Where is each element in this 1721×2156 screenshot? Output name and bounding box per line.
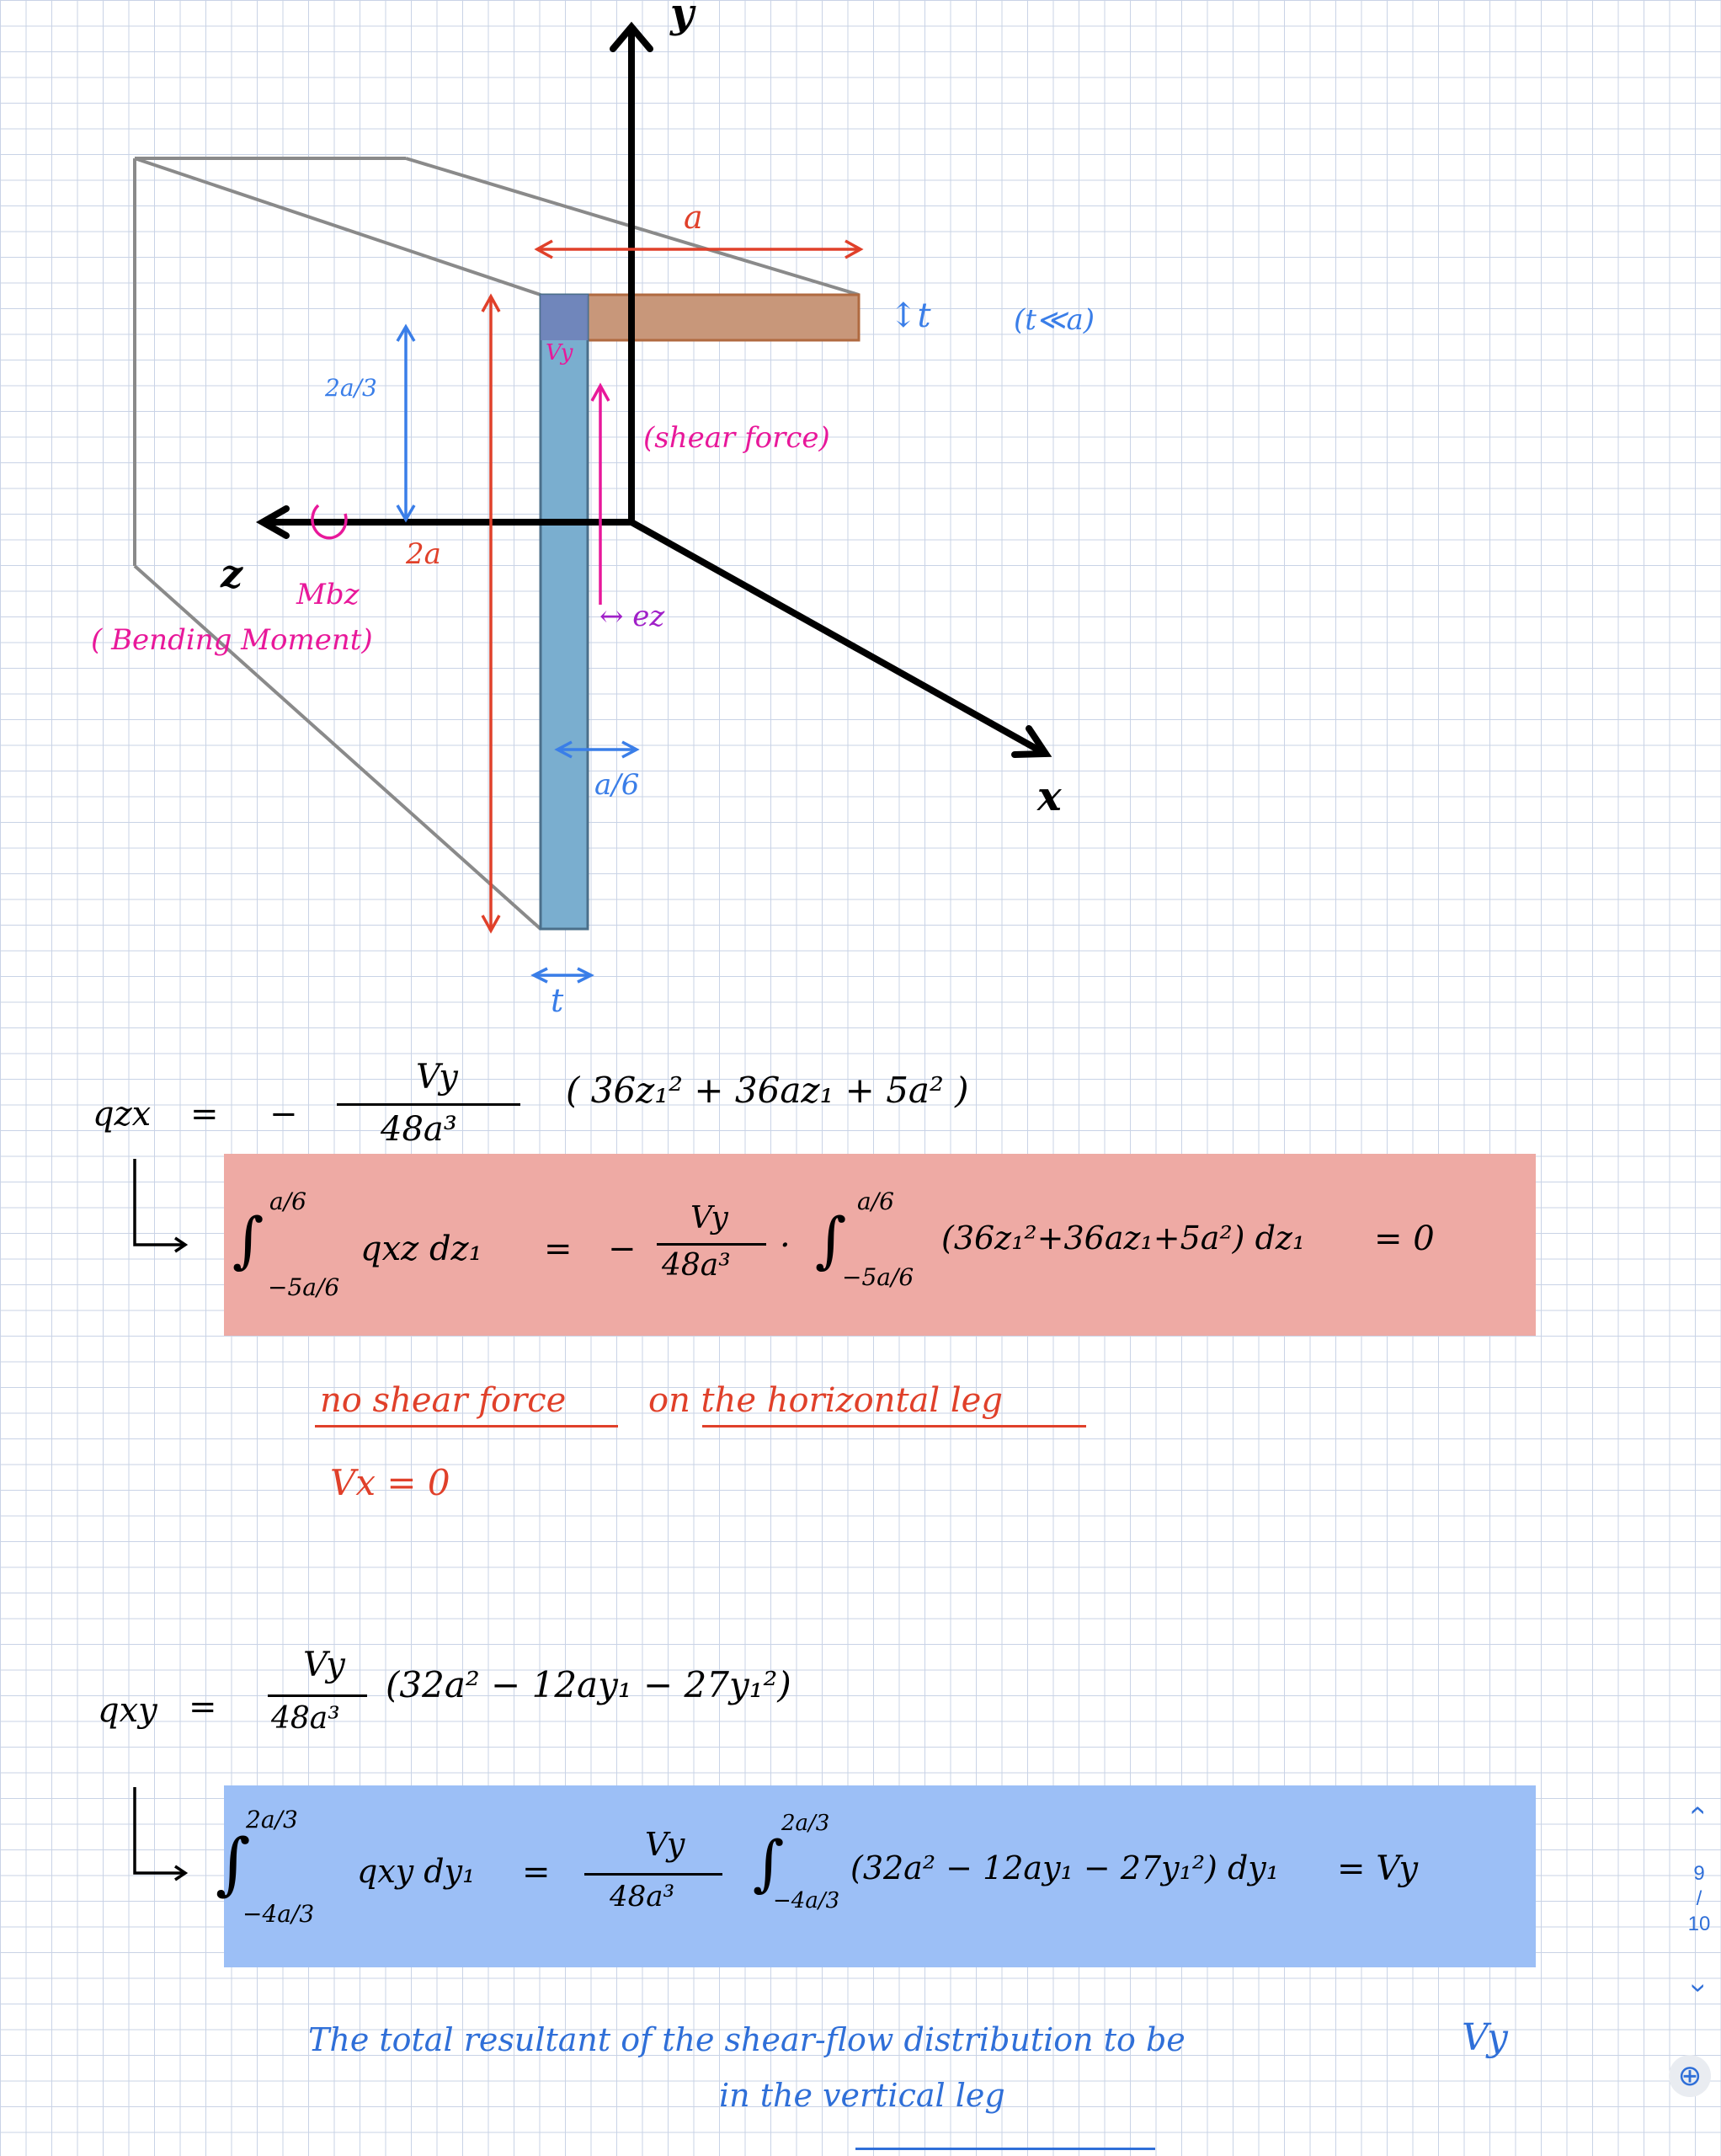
qzx-lhs: qzx: [93, 1095, 152, 1134]
box1-equals: =: [544, 1230, 573, 1268]
two-a-label: 2a: [406, 537, 441, 571]
box1-denominator: 48a³: [662, 1248, 731, 1283]
shear-force-note: (shear force): [643, 421, 830, 455]
qzx-numerator: Vy: [416, 1058, 458, 1097]
box2-numerator: Vy: [645, 1826, 685, 1863]
page-indicator: 9 / 10: [1688, 1861, 1711, 1937]
current-page: 9: [1693, 1862, 1705, 1885]
thickness-label: ↕t: [889, 296, 931, 335]
ez-label: ↔ ez: [599, 600, 665, 633]
page-up-icon[interactable]: ‹: [1683, 1805, 1716, 1816]
box2-integral2-upper: 2a/3: [781, 1811, 830, 1836]
box2-equals: =: [522, 1853, 551, 1892]
box1-minus: −: [608, 1230, 637, 1268]
box1-integrand: qxz dz₁: [360, 1230, 482, 1268]
page-navigator: ‹ 9 / 10 ›: [1677, 1794, 1721, 2004]
y-axis-label: y: [670, 0, 694, 37]
note-horizontal-leg: on the horizontal leg: [648, 1381, 1003, 1420]
vertical-web: [539, 293, 589, 931]
red-dimensions: [481, 239, 864, 934]
box2-integral-upper: 2a/3: [246, 1806, 298, 1833]
note-vy: Vy: [1462, 2016, 1508, 2059]
note-no-shear-force: no shear force: [320, 1381, 567, 1420]
qzx-fraction-bar: [337, 1103, 520, 1106]
moment-curl-icon: [311, 504, 348, 540]
box1-integral-upper: a/6: [269, 1187, 306, 1215]
qzx-parenthesis: ( 36z₁² + 36az₁ + 5a² ): [566, 1070, 969, 1111]
arrow-hook-1-icon: [133, 1159, 189, 1253]
box2-integral-sign: ∫: [216, 1824, 251, 1903]
note-total-resultant: The total resultant of the shear-flow di…: [308, 2021, 1186, 2058]
qxy-parenthesis: (32a² − 12ay₁ − 27y₁²): [386, 1664, 791, 1705]
qxy-lhs: qxy: [98, 1691, 157, 1730]
vertical-leg-integral-box: [224, 1785, 1536, 1967]
moment-note: ( Bending Moment): [91, 623, 373, 657]
thickness-note: (t≪a): [1014, 303, 1095, 337]
box2-integrand: qxy dy₁: [357, 1853, 476, 1890]
note-vertical-leg: in the vertical leg: [719, 2077, 1005, 2114]
web-thickness-label: t: [551, 982, 564, 1019]
box1-integral-sign: ∫: [232, 1204, 264, 1275]
z-axis-label: z: [221, 551, 243, 596]
axes: [255, 21, 1052, 758]
moment-label: Mbz: [296, 578, 360, 611]
horizontal-flange: [539, 293, 860, 342]
box2-integral-lower: −4a/3: [242, 1900, 315, 1928]
box2-fraction-bar: [584, 1873, 722, 1876]
box1-integral2-lower: −5a/6: [842, 1263, 914, 1291]
box2-integral2-lower: −4a/3: [773, 1888, 840, 1913]
web-flange-overlap: [541, 295, 588, 340]
box1-result: = 0: [1374, 1219, 1435, 1258]
vy-label: Vy: [546, 340, 573, 366]
two-a-third-label: 2a/3: [325, 374, 377, 402]
box1-fraction-bar: [657, 1243, 766, 1246]
page-separator: /: [1696, 1887, 1702, 1910]
note-underline-2: [702, 1425, 1086, 1428]
box1-integral-lower: −5a/6: [268, 1273, 340, 1301]
a-sixth-label: a/6: [594, 768, 640, 802]
qxy-equals: =: [189, 1688, 217, 1726]
zoom-in-icon[interactable]: ⊕: [1669, 2055, 1711, 2097]
box1-integral2-sign: ∫: [815, 1204, 847, 1275]
horizontal-leg-integral-box: [224, 1154, 1536, 1336]
note-underline-1: [315, 1425, 618, 1428]
box2-integrand2: (32a² − 12ay₁ − 27y₁²) dy₁: [850, 1849, 1279, 1886]
note-vx-zero: Vx = 0: [330, 1462, 450, 1503]
beam-outline: [133, 157, 860, 931]
x-axis-label: x: [1037, 773, 1062, 820]
box2-denominator: 48a³: [610, 1880, 675, 1913]
shear-force-arrow: [590, 382, 610, 605]
qzx-denominator: 48a³: [381, 1110, 457, 1149]
qzx-minus: −: [269, 1095, 298, 1134]
box1-numerator: Vy: [690, 1201, 728, 1235]
blue-dimensions: [396, 323, 640, 984]
box2-integral2-sign: ∫: [753, 1828, 785, 1898]
box1-integral2-upper: a/6: [857, 1187, 894, 1215]
qzx-equals: =: [190, 1095, 219, 1134]
qxy-numerator: Vy: [303, 1646, 345, 1684]
box2-result: = Vy: [1337, 1849, 1419, 1888]
total-pages: 10: [1687, 1913, 1711, 1935]
qxy-denominator: 48a³: [271, 1701, 340, 1736]
box1-integrand2: (36z₁²+36az₁+5a²) dz₁: [941, 1219, 1306, 1257]
qxy-fraction-bar: [268, 1694, 367, 1697]
arrow-hook-2-icon: [133, 1787, 189, 1881]
note-underline-3: [855, 2148, 1155, 2150]
box1-dot: ·: [780, 1226, 791, 1265]
flange-width-label: a: [684, 199, 703, 236]
page-down-icon[interactable]: ›: [1683, 1983, 1716, 1993]
